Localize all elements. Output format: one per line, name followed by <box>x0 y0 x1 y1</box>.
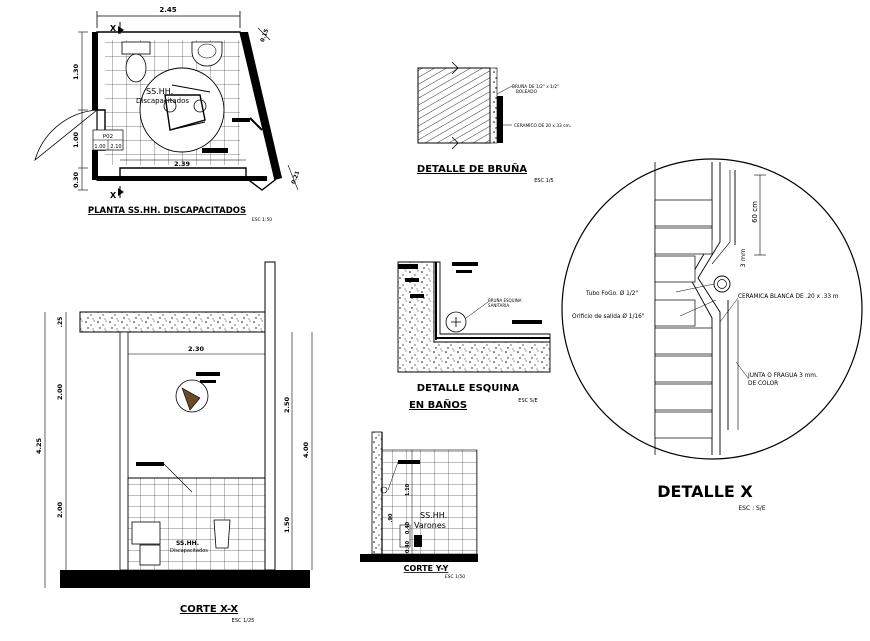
yy-scale: ESC 1/50 <box>445 574 466 580</box>
plan-room-label: SS.HH. <box>146 87 173 96</box>
xx-title: CORTE X-X <box>180 604 238 615</box>
bruna-label-top: BRUÑA DE 1/2" x 1/2" <box>512 83 559 90</box>
xx-right-column <box>264 261 276 571</box>
sink-icon <box>191 41 223 67</box>
plan-cut-marker-top: X <box>110 24 117 33</box>
detail-x-dim-gap: 3 mm <box>739 249 747 268</box>
detail-x-dim-spacing: 60 cm <box>751 201 759 223</box>
plan-door-swing <box>34 109 98 162</box>
bruna-label-bottom: CERAMICO DE 20 x 33 cm. <box>514 123 571 129</box>
yy-dim-mid: 0.40 <box>405 521 411 534</box>
detail-esquina: BRUÑA ESQUINA SANITARIA DETALLE ESQUINA … <box>397 261 551 411</box>
xx-dim-right-upper: 2.50 <box>283 397 291 414</box>
bruna-ceramic <box>497 96 503 143</box>
xx-dim-right-lower: 1.50 <box>283 517 291 534</box>
yy-room-sublabel: Varones <box>414 521 446 530</box>
section-yy: SS.HH. Varones 1.10 0.40 0.40 .90 CORTE … <box>360 431 478 580</box>
door-tag-code: P02 <box>103 134 113 140</box>
esquina-title-2: EN BAÑOS <box>409 398 467 411</box>
plan-cut-marker-bottom: X <box>110 191 117 200</box>
plan-dim-right-upper: 0.15 <box>260 28 270 43</box>
esquina-label-2: SANITARIA <box>488 303 509 308</box>
esquina-title-1: DETALLE ESQUINA <box>417 383 520 394</box>
esquina-scale: ESC S/E <box>518 398 537 404</box>
detail-x-label-junta-1: JUNTA O FRAGUA 3 mm. <box>747 373 818 379</box>
xx-toilet-icon <box>131 521 161 566</box>
xx-dim-left-upper: 2.00 <box>56 384 64 401</box>
xx-scale: ESC 1/25 <box>232 618 255 624</box>
plan-room-sublabel: Discapacitados <box>136 97 189 105</box>
door-tag-height: 2.10 <box>110 144 121 150</box>
tube-icon <box>713 275 731 293</box>
xx-dim-left-total: 4.25 <box>35 438 43 455</box>
detail-x: 60 cm 3 mm Tubo FoGo. Ø 1/2" Orificio de… <box>561 158 863 512</box>
plan-dim-inner: 2.39 <box>174 160 191 168</box>
plan-dim-right-lower: 0.21 <box>291 170 301 185</box>
detail-x-label-ceramica: CERAMICA BLANCA DE .20 x .33 m <box>738 294 839 300</box>
section-xx: SS.HH. Discapacitados 2.30 .25 2.00 4.25… <box>35 261 313 624</box>
xx-dim-width: 2.30 <box>188 345 205 353</box>
bruna-scale: ESC 1/5 <box>534 178 553 184</box>
door-tag-width: 1.00 <box>94 144 105 150</box>
detail-x-title: DETALLE X <box>657 482 753 501</box>
bruna-label-top-sub: BOLEADO <box>516 89 538 95</box>
detail-x-circle <box>561 158 863 460</box>
detail-x-label-orificio: Orificio de salida Ø 1/16" <box>572 313 645 320</box>
plan-title: PLANTA SS.HH. DISCAPACITADOS <box>88 206 246 216</box>
yy-dim-side: .90 <box>388 513 394 522</box>
xx-room-sublabel: Discapacitados <box>170 548 208 554</box>
plan-dim-left-upper: 1.30 <box>72 64 80 81</box>
xx-dim-right-total: 4.00 <box>302 442 310 459</box>
plan-view: 2.45 P02 1.00 2.10 <box>34 6 301 223</box>
yy-dim-lower: 0.40 <box>405 540 411 553</box>
plan-dim-left-middle: 1.00 <box>72 132 80 149</box>
esquina-label-1: BRUÑA ESQUINA <box>488 298 522 303</box>
xx-detail-bubble <box>175 372 220 413</box>
bruna-wall <box>417 67 491 144</box>
xx-dim-left-lower: 2.00 <box>56 502 64 519</box>
yy-wall <box>371 431 383 555</box>
detail-x-brick-rows <box>654 199 713 439</box>
yy-dim-upper: 1.10 <box>405 483 411 496</box>
xx-urinal-icon <box>213 519 231 549</box>
plan-dimension-top: 2.45 <box>96 6 241 28</box>
detail-x-label-tubo: Tubo FoGo. Ø 1/2" <box>585 290 638 297</box>
plan-dim-top: 2.45 <box>159 6 176 14</box>
detail-bruna: BRUÑA DE 1/2" x 1/2" BOLEADO CERAMICO DE… <box>417 61 571 184</box>
plan-dim-left-lower: 0.30 <box>72 172 80 189</box>
esquina-wall <box>397 261 551 373</box>
yy-tiles <box>381 449 478 555</box>
xx-floor-slab <box>60 570 310 588</box>
plan-note-1 <box>202 148 228 153</box>
detail-x-scale: ESC : S/E <box>738 505 765 512</box>
plan-scale: ESC 1:50 <box>252 217 273 223</box>
wheelchair-turning-circle <box>139 67 225 153</box>
detail-x-label-junta-2: DE COLOR <box>748 381 778 387</box>
bruna-title: DETALLE DE BRUÑA <box>417 162 527 175</box>
xx-dim-top-slab: .25 <box>57 317 64 328</box>
xx-room-label: SS.HH. <box>176 540 199 547</box>
yy-title: CORTE Y-Y <box>404 564 449 573</box>
yy-room-label: SS.HH. <box>420 511 447 520</box>
toilet-icon <box>121 41 151 83</box>
